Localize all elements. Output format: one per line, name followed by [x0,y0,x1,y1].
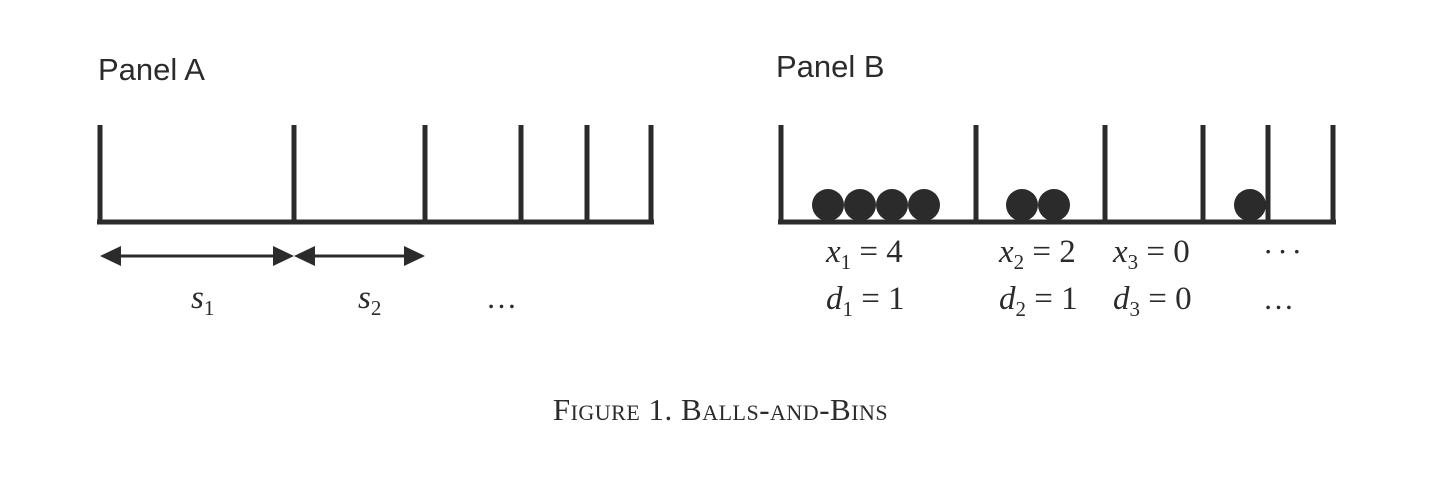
x-label-3: x3 = 0 [1113,234,1190,274]
ball [844,189,876,221]
panel-a-title: Panel A [98,52,205,87]
balls [812,189,1266,221]
x-label-2: x2 = 2 [999,234,1076,274]
ball [1006,189,1038,221]
figure-caption: Figure 1. Balls-and-Bins [552,392,889,427]
size-arrow-1 [100,246,294,266]
ball [876,189,908,221]
panel-a-ellipsis: … [486,280,521,315]
size-label-2: s2 [358,280,382,320]
panel-a-bins [97,125,654,225]
ball [1038,189,1070,221]
d-label-1: d1 = 1 [826,281,905,321]
x-ellipsis: ··· [1263,234,1306,269]
panel-b-bins [778,125,1336,225]
d-label-3: d3 = 0 [1113,281,1192,321]
x-label-1: x1 = 4 [826,234,903,274]
size-label-1: s1 [191,280,215,320]
size-arrow-2 [294,246,425,266]
ball [1234,189,1266,221]
d-label-2: d2 = 1 [999,281,1078,321]
ball [908,189,940,221]
ball [812,189,844,221]
d-ellipsis: … [1263,281,1298,316]
panel-b-title: Panel B [776,49,885,84]
